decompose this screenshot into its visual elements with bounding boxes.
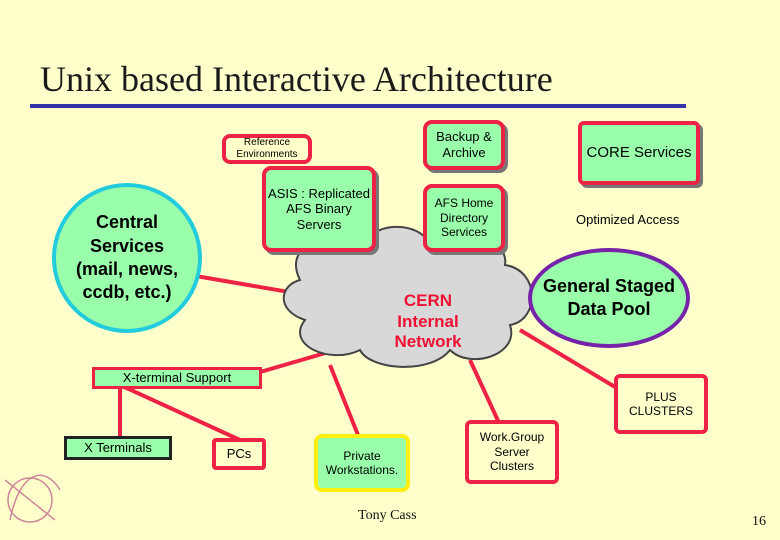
pcs-box: PCs xyxy=(212,438,266,470)
title-underline xyxy=(30,104,686,108)
core-services-box: CORE Services xyxy=(578,121,700,185)
afs-home-box: AFS Home Directory Services xyxy=(423,184,505,252)
workgroup-clusters-box: Work.Group Server Clusters xyxy=(465,420,559,484)
x-terminals-box: X Terminals xyxy=(64,436,172,460)
reference-environments-box: Reference Environments xyxy=(222,134,312,164)
central-services-ellipse: Central Services (mail, news, ccdb, etc.… xyxy=(52,183,202,333)
backup-archive-box: Backup & Archive xyxy=(423,120,505,170)
line-xterm-pcs xyxy=(119,383,241,442)
line-network-workgroup xyxy=(468,359,502,426)
line-network-private xyxy=(328,364,362,441)
cern-network-label: CERN Internal Network xyxy=(394,291,462,352)
author-name: Tony Cass xyxy=(358,508,417,523)
asis-box: ASIS : Replicated AFS Binary Servers xyxy=(262,166,376,252)
xterminal-support-box: X-terminal Support xyxy=(92,367,262,389)
page-number: 16 xyxy=(752,514,766,529)
page-title: Unix based Interactive Architecture xyxy=(40,59,553,99)
private-workstations-box: Private Workstations. xyxy=(314,434,410,492)
line-network-plus xyxy=(518,328,622,392)
cern-logo xyxy=(4,474,61,523)
optimized-access-label: Optimized Access xyxy=(576,212,680,227)
plus-clusters-box: PLUS CLUSTERS xyxy=(614,374,708,434)
staged-data-pool-ellipse: General Staged Data Pool xyxy=(528,248,690,348)
